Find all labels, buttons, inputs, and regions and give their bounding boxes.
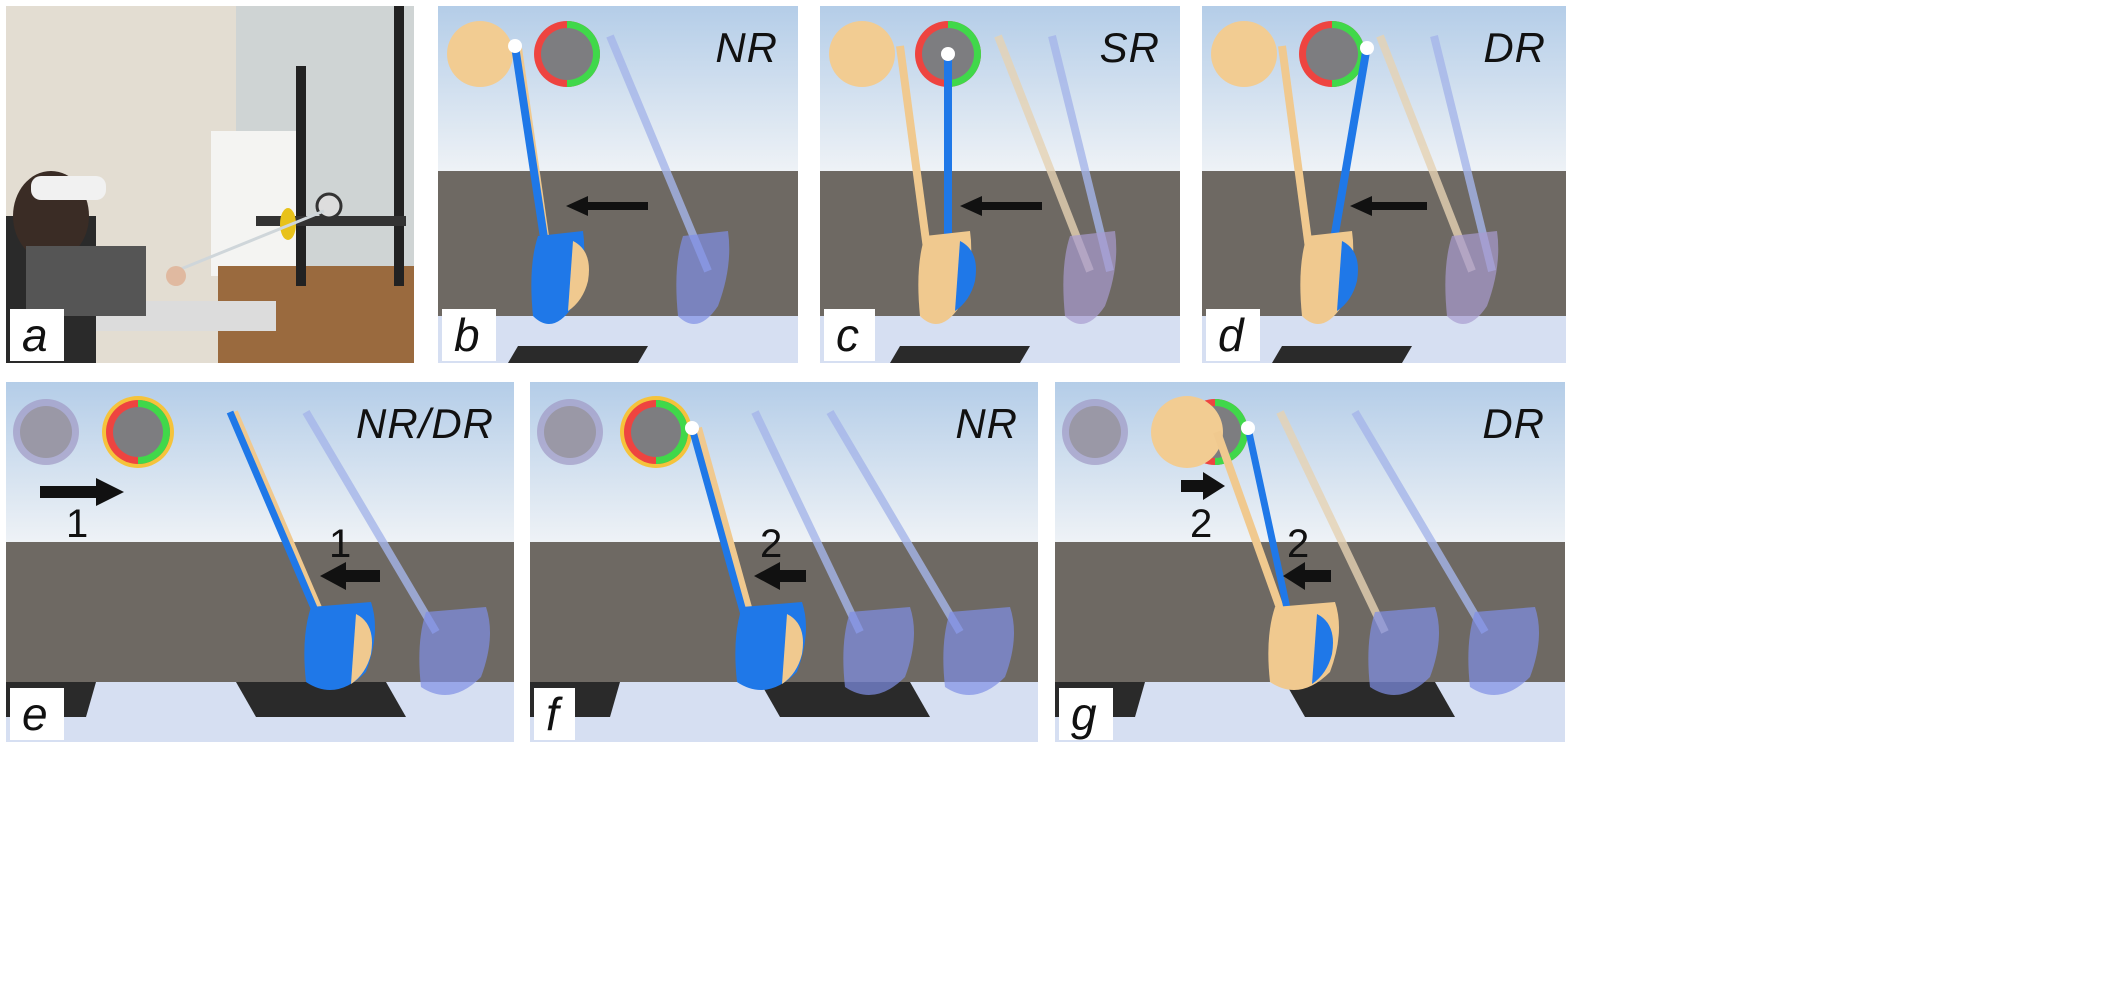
vr-scene-b: [438, 6, 798, 363]
panel-c: SR c: [820, 6, 1180, 363]
panel-g: DR 2 2 g: [1055, 382, 1565, 742]
panel-a-photo: a: [6, 6, 414, 363]
panel-b: NR b: [438, 6, 798, 363]
condition-label-b: NR: [715, 24, 778, 71]
step-label-g-left: 2: [1190, 502, 1213, 546]
panel-label-c: c: [824, 309, 875, 361]
panel-label-e: e: [10, 688, 64, 740]
vr-scene-e: [6, 382, 514, 742]
vr-scene-d: [1202, 6, 1566, 363]
vr-scene-g: [1055, 382, 1565, 742]
step-label-e-right: 1: [329, 522, 352, 566]
step-label-g-right: 2: [1287, 522, 1310, 566]
step-label-f: 2: [760, 522, 783, 566]
condition-label-g: DR: [1482, 400, 1545, 447]
panel-f: NR 2 f: [530, 382, 1038, 742]
condition-label-d: DR: [1483, 24, 1546, 71]
lab-photo-illustration: [6, 6, 414, 363]
target-circle: [447, 21, 513, 87]
condition-label-f: NR: [955, 400, 1018, 447]
panel-label-g: g: [1059, 688, 1113, 740]
panel-d: DR d: [1202, 6, 1566, 363]
step-label-e-left: 1: [66, 502, 89, 546]
panel-label-f: f: [534, 688, 575, 740]
condition-label-e: NR/DR: [356, 400, 494, 447]
panel-e: NR/DR 1 1 e: [6, 382, 514, 742]
panel-label-a: a: [10, 309, 64, 361]
panel-label-b: b: [442, 309, 496, 361]
condition-label-c: SR: [1099, 24, 1160, 71]
vr-scene-c: [820, 6, 1180, 363]
panel-label-d: d: [1206, 309, 1260, 361]
vr-scene-f: [530, 382, 1038, 742]
